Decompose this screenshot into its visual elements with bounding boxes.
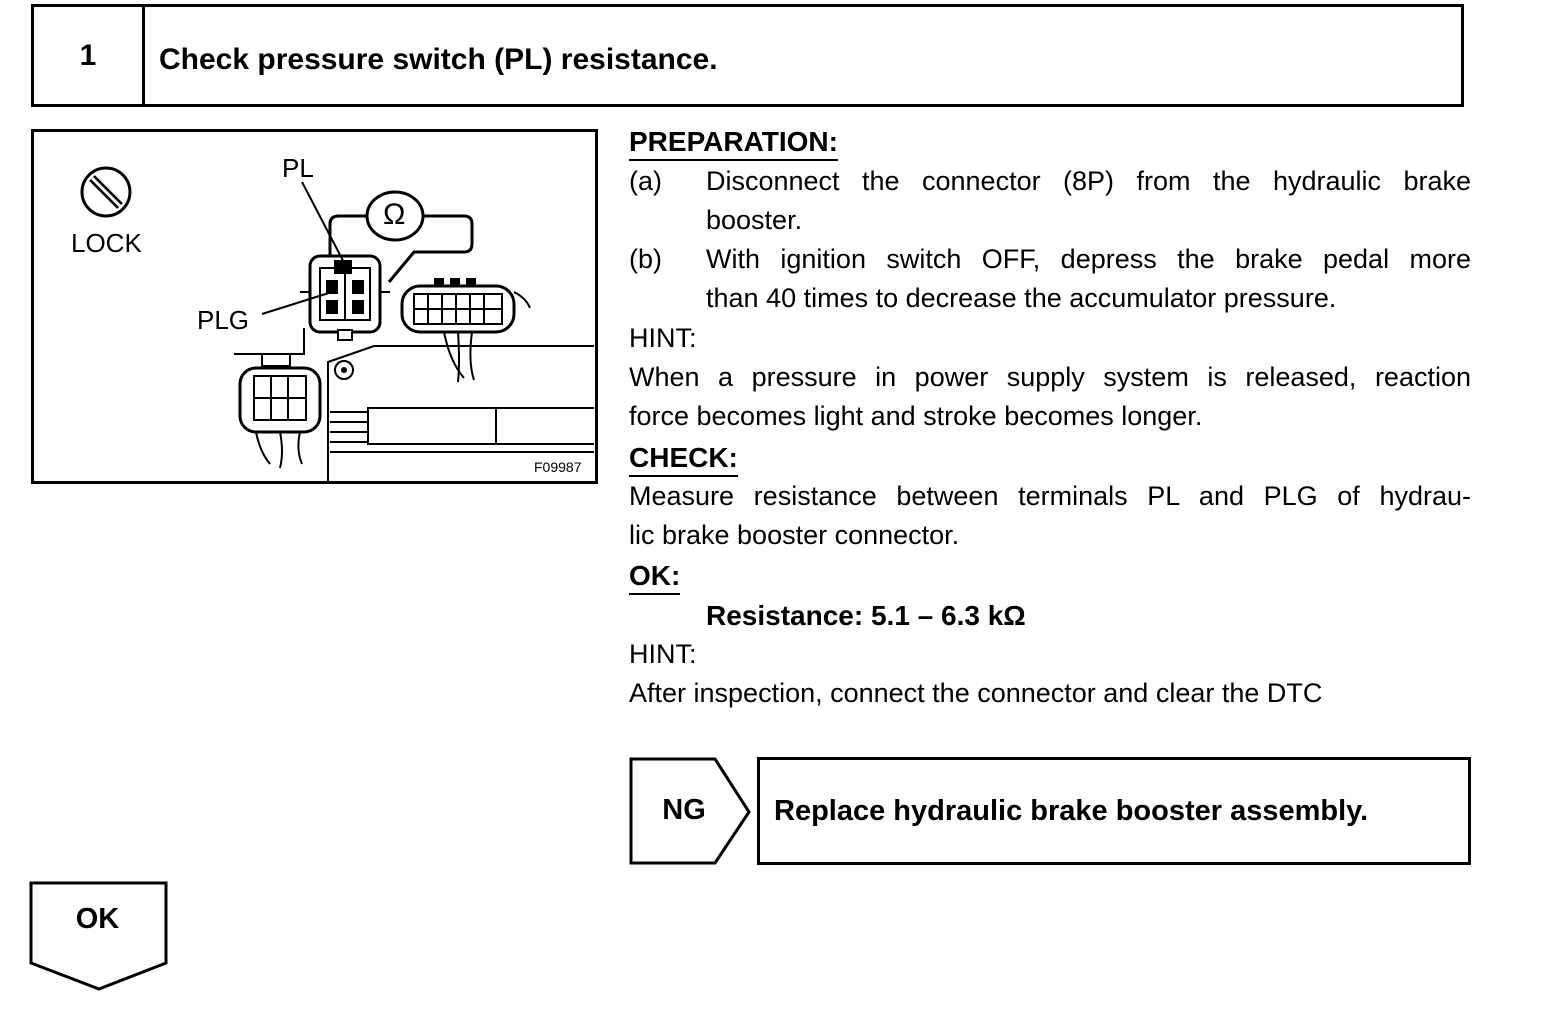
left-connector (234, 328, 322, 469)
ng-label: NG (662, 793, 706, 826)
prep-item-a-label: (a) (629, 166, 662, 196)
prep-item-a-line1: Disconnect the connector (8P) from the h… (706, 166, 1471, 196)
prep-item-b-line2: than 40 times to decrease the accumulato… (706, 283, 1337, 313)
plg-leader-line (261, 291, 333, 315)
step-number: 1 (34, 7, 145, 104)
check-line1: Measure resistance between terminals PL … (629, 481, 1471, 511)
lock-icon (80, 166, 132, 218)
preparation-heading: PREPARATION: (629, 126, 838, 161)
ng-arrow-shape (629, 757, 751, 865)
prep-hint-label: HINT: (629, 323, 697, 353)
prep-hint-line1: When a pressure in power supply system i… (629, 362, 1471, 392)
ok-spec-heading: OK: (629, 560, 681, 595)
check-heading: CHECK: (629, 442, 738, 477)
procedure-text: PREPARATION: (a) Disconnect the connecto… (629, 123, 1471, 723)
prep-hint-line2: force becomes light and stroke becomes l… (629, 401, 1203, 431)
lock-label: LOCK (71, 228, 142, 258)
ok-hint-label: HINT: (629, 639, 697, 669)
ohm-symbol: Ω (383, 198, 406, 231)
ok-arrow-shape (29, 881, 168, 991)
connector-diagram (80, 166, 594, 481)
plg-label: PLG (197, 305, 250, 335)
prep-item-a-line2: booster. (706, 205, 803, 235)
right-connector (400, 278, 531, 383)
pl-leader-line (301, 181, 351, 275)
ok-hint-text: After inspection, connect the connector … (629, 678, 1323, 708)
main-connector (300, 254, 390, 341)
booster-housing (327, 345, 594, 481)
step-header: 1 Check pressure switch (PL) resistance. (31, 4, 1464, 107)
check-line2: lic brake booster connector. (629, 520, 960, 550)
resistance-spec: Resistance: 5.1 – 6.3 kΩ (706, 600, 1026, 631)
pl-label: PL (282, 153, 314, 183)
ohmmeter-icon (328, 190, 474, 283)
prep-item-b-line1: With ignition switch OFF, depress the br… (706, 244, 1471, 274)
ok-label: OK (75, 903, 120, 935)
connector-illustration: LOCK PL PLG Ω F09987 (31, 129, 598, 484)
ng-action-box: Replace hydraulic brake booster assembly… (757, 757, 1471, 865)
step-title: Check pressure switch (PL) resistance. (159, 43, 718, 76)
figure-code: F09987 (534, 459, 582, 475)
prep-item-b-label: (b) (629, 244, 662, 274)
